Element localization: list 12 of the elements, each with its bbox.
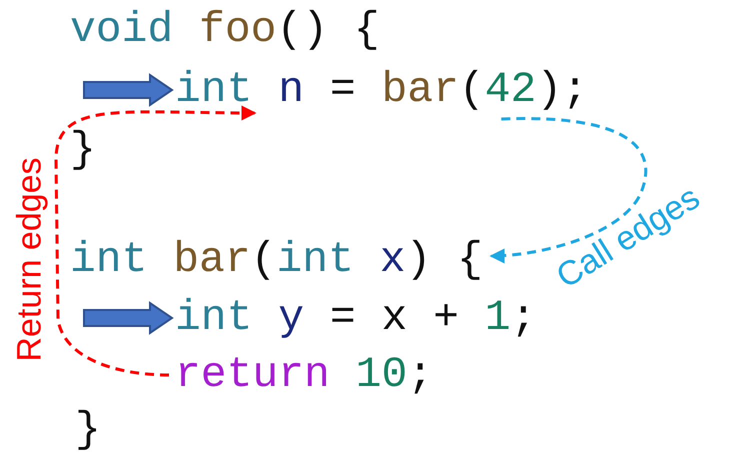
code-line: }	[70, 123, 96, 177]
code-line: int y = x + 1;	[175, 291, 536, 345]
dashed-arrow	[490, 117, 648, 264]
code-line: int n = bar(42);	[175, 63, 588, 117]
annotation-label: Return edges	[10, 157, 50, 362]
code-line: int bar(int x) {	[70, 233, 483, 287]
code-line: }	[75, 403, 101, 456]
dashed-arrow	[54, 105, 256, 376]
code-line: return 10;	[175, 348, 434, 402]
block-arrow	[83, 73, 174, 107]
block-arrow	[83, 301, 174, 335]
code-line: void foo() {	[70, 3, 380, 57]
